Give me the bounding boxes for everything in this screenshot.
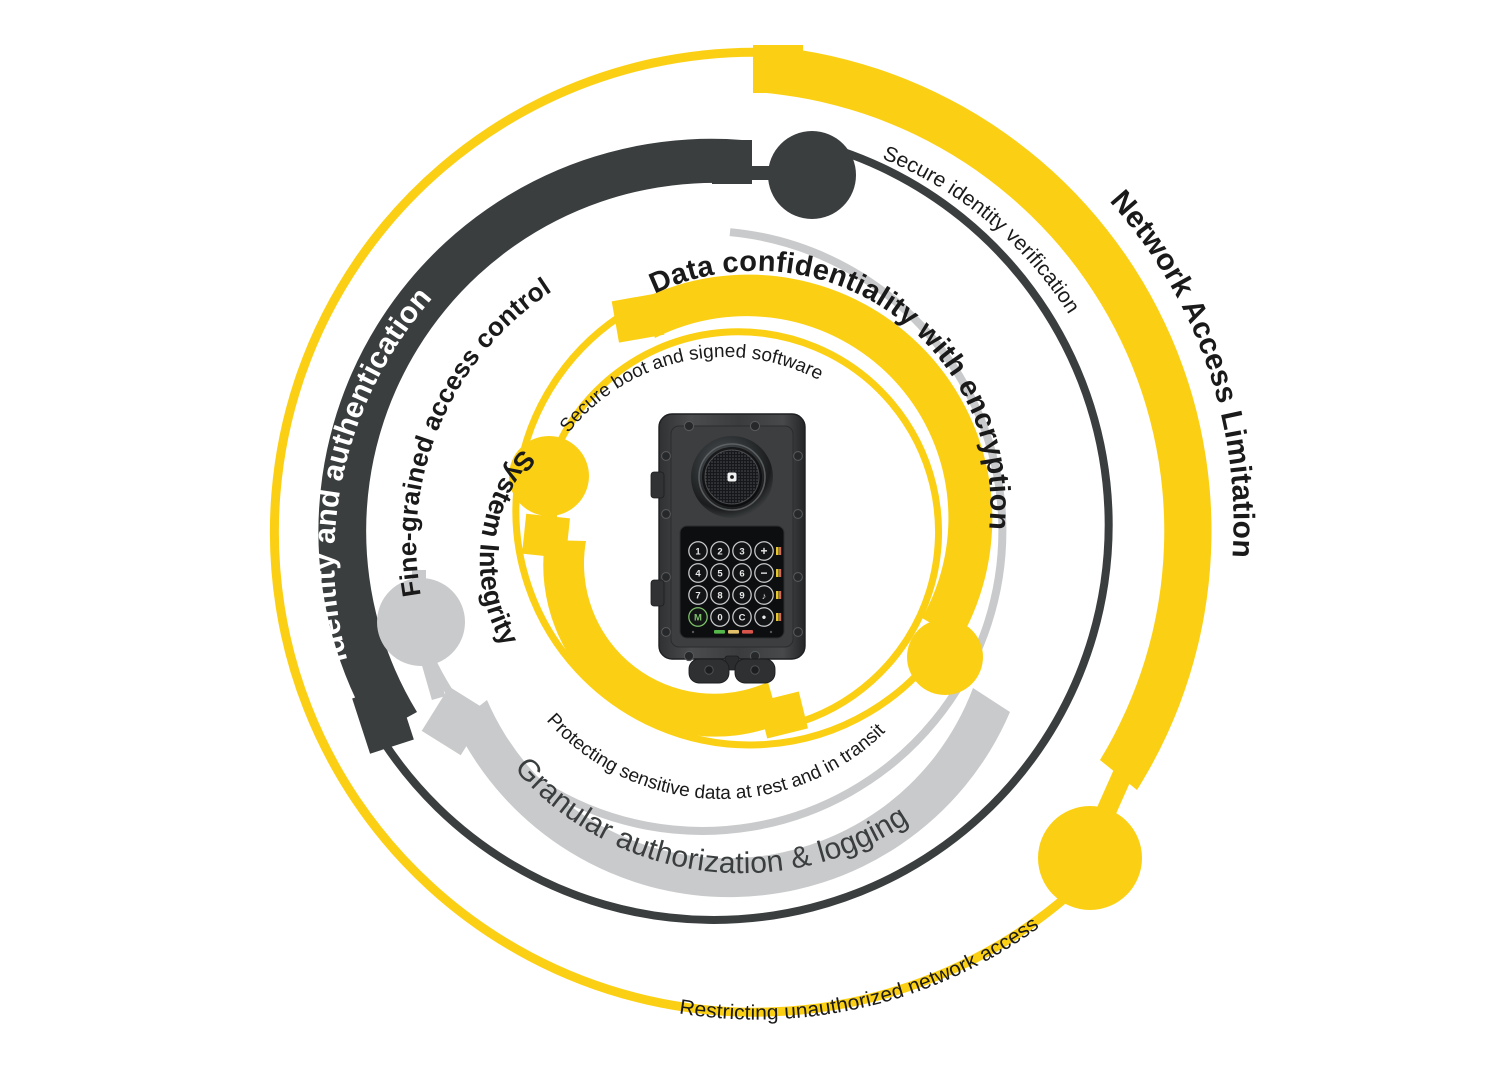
device-foot-bolt-left xyxy=(704,665,714,675)
ring3-band-tail-left xyxy=(421,686,489,756)
key-2[interactable]: 2 xyxy=(710,541,730,561)
ring5-thin-arc xyxy=(552,328,942,729)
ring2-node-stem xyxy=(752,166,782,180)
ring1-node xyxy=(1038,806,1142,910)
ring2-thick-band xyxy=(318,138,742,735)
led-amber xyxy=(728,630,739,634)
svg-text:6: 6 xyxy=(739,569,744,580)
svg-text:•: • xyxy=(762,610,766,624)
svg-text:C: C xyxy=(739,613,746,624)
led-green xyxy=(714,630,725,634)
ring5-band-tail-right xyxy=(758,691,808,739)
device-side-lug-upper xyxy=(650,471,665,499)
ring4-thin-arc xyxy=(512,306,944,749)
key-5[interactable]: 5 xyxy=(710,563,730,583)
ring4-node xyxy=(907,619,983,695)
key-clear[interactable]: C xyxy=(732,607,752,627)
svg-text:1: 1 xyxy=(695,547,701,558)
device-speaker-center-dot xyxy=(730,475,734,479)
ring1-node-stem xyxy=(1091,764,1135,828)
key-6[interactable]: 6 xyxy=(732,563,752,583)
ring-identity-and-authentication xyxy=(318,131,1113,924)
device-bolts xyxy=(661,420,803,662)
svg-text:2: 2 xyxy=(717,547,722,558)
key-volume-down[interactable]: − xyxy=(754,563,774,583)
key-3[interactable]: 3 xyxy=(732,541,752,561)
ring3-node xyxy=(377,578,465,666)
svg-text:M: M xyxy=(694,613,702,624)
device-illustration: 1 2 3 + 4 5 xyxy=(650,413,806,684)
svg-text:8: 8 xyxy=(717,591,722,602)
svg-text:−: − xyxy=(760,566,767,580)
ring2-band-tail-bottom xyxy=(352,684,414,754)
key-1[interactable]: 1 xyxy=(688,541,708,561)
ring1-band-tail xyxy=(753,45,803,93)
ring4-thick-band xyxy=(640,274,993,640)
key-7[interactable]: 7 xyxy=(688,585,708,605)
ring-data-confidentiality xyxy=(512,274,993,749)
device-foot-bolt-right xyxy=(750,665,760,675)
svg-text:0: 0 xyxy=(717,613,722,624)
key-9[interactable]: 9 xyxy=(732,585,752,605)
svg-text:3: 3 xyxy=(739,547,744,558)
ring4-band-tail xyxy=(611,293,665,343)
ring5-thick-band xyxy=(543,540,780,737)
key-dot[interactable]: • xyxy=(754,607,774,627)
key-8[interactable]: 8 xyxy=(710,585,730,605)
device-speaker-ring xyxy=(698,443,766,511)
svg-text:+: + xyxy=(760,544,767,558)
ring3-thick-band xyxy=(455,688,1010,898)
center-device: 1 2 3 + 4 5 xyxy=(645,404,819,688)
device-keypad[interactable]: 1 2 3 + 4 5 xyxy=(688,541,774,627)
svg-text:♪: ♪ xyxy=(762,591,767,601)
ring2-node xyxy=(768,131,856,219)
ring1-thick-band xyxy=(753,45,1212,790)
led-red xyxy=(742,630,753,634)
ring1-thin-arc xyxy=(269,47,1086,1017)
ring1-subtitle: Restricting unauthorized network access xyxy=(678,912,1043,1024)
key-4[interactable]: 4 xyxy=(688,563,708,583)
ring4-node-stem xyxy=(930,602,958,636)
ring5-node xyxy=(509,436,589,516)
device-speaker-inner-ring xyxy=(704,449,760,505)
ring1-subtitle-textpath: Restricting unauthorized network access xyxy=(678,912,1043,1024)
ring3-node-stem-bottom xyxy=(419,653,446,700)
device-key-side-marks xyxy=(776,547,782,621)
svg-text:9: 9 xyxy=(739,591,744,602)
ring5-node-stem xyxy=(541,506,557,536)
key-ring-tone[interactable]: ♪ xyxy=(754,585,774,605)
ring-system-integrity xyxy=(509,328,942,739)
ring3-node-stem-top xyxy=(412,570,426,600)
key-0[interactable]: 0 xyxy=(710,607,730,627)
svg-text:4: 4 xyxy=(695,569,701,580)
ring-fine-grained-access-control xyxy=(377,228,1010,898)
ring-network-access-limitation xyxy=(269,45,1212,1017)
device-side-lug-lower xyxy=(650,579,665,607)
svg-text:5: 5 xyxy=(717,569,723,580)
device-status-leds xyxy=(691,630,773,634)
ring2-thin-arc xyxy=(379,135,1113,924)
key-menu[interactable]: M xyxy=(688,607,708,627)
svg-text:7: 7 xyxy=(695,591,700,602)
key-volume-up[interactable]: + xyxy=(754,541,774,561)
ring2-band-tail xyxy=(712,140,752,184)
